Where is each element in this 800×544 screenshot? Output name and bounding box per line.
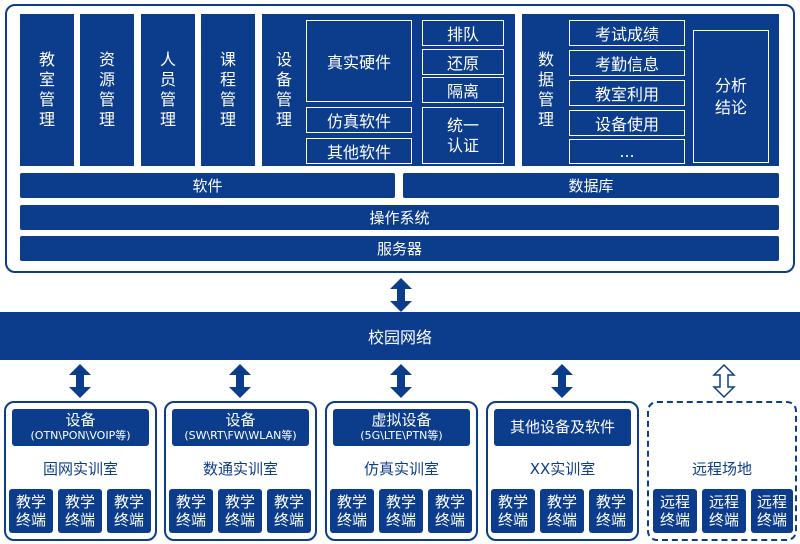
campus-network-bar: 校园网络 [0,312,800,360]
lab-name: 固网实训室 [42,460,118,478]
device-management-label: 设备管理 [275,50,292,129]
teaching-terminal: 教学终端 [491,489,535,533]
teaching-terminal: 教学终端 [428,489,472,533]
analysis-conclusion-box: 分析结论 [693,30,769,163]
isolate-box: 隔离 [422,77,504,103]
lab-name: 仿真实训室 [363,460,439,478]
teaching-terminal: 教学终端 [379,489,423,533]
module-classroom-management: 教室管理 [20,14,74,166]
teaching-terminal: 教学终端 [58,489,102,533]
teaching-terminal: 教学终端 [218,489,262,533]
teaching-terminal: 教学终端 [330,489,374,533]
lab-name: XX实训室 [529,460,596,478]
classroom-usage-box: 教室利用 [569,80,685,106]
data-management-label: 数据管理 [537,50,554,129]
os-bar: 操作系统 [20,205,779,230]
unified-auth-box: 统一认证 [422,107,504,164]
more-items-box: ... [569,139,685,164]
lab-device-header: 其他设备及软件 [494,409,631,446]
device-management-block [262,14,515,166]
double-arrow-icon [229,364,251,398]
lab-device-header: 设备 (SW\RT\FW\WLAN等) [172,409,309,446]
teaching-terminal: 教学终端 [540,489,584,533]
teaching-terminal: 教学终端 [169,489,213,533]
teaching-terminal: 教学终端 [9,489,53,533]
remote-terminal: 远程终端 [702,489,746,533]
module-course-management: 课程管理 [201,14,255,166]
lab-name: 数通实训室 [202,460,278,478]
exam-scores-box: 考试成绩 [569,20,685,46]
lab-device-header: 设备 (OTN\PON\VOIP等) [12,409,149,446]
double-arrow-icon [69,364,91,398]
double-arrow-icon [390,278,412,312]
software-bar: 软件 [20,173,395,198]
data-management-block [522,14,779,166]
other-software-box: 其他软件 [306,138,412,164]
teaching-terminal: 教学终端 [589,489,633,533]
queue-box: 排队 [422,20,504,46]
double-arrow-icon [390,364,412,398]
double-arrow-icon [551,364,573,398]
restore-box: 还原 [422,49,504,75]
server-bar: 服务器 [20,236,779,261]
attendance-box: 考勤信息 [569,50,685,76]
module-resource-management: 资源管理 [80,14,134,166]
teaching-terminal: 教学终端 [267,489,311,533]
remote-terminal: 远程终端 [751,489,793,533]
simulation-software-box: 仿真软件 [306,107,412,133]
real-hardware-box: 真实硬件 [306,20,412,102]
database-bar: 数据库 [403,173,779,198]
double-arrow-outline-icon [712,363,736,399]
teaching-terminal: 教学终端 [107,489,151,533]
module-personnel-management: 人员管理 [141,14,195,166]
equipment-usage-box: 设备使用 [569,110,685,136]
lab-name: 远程场地 [691,460,752,478]
remote-terminal: 远程终端 [653,489,697,533]
lab-device-header: 虚拟设备 (5G\LTE\PTN等) [333,409,470,446]
